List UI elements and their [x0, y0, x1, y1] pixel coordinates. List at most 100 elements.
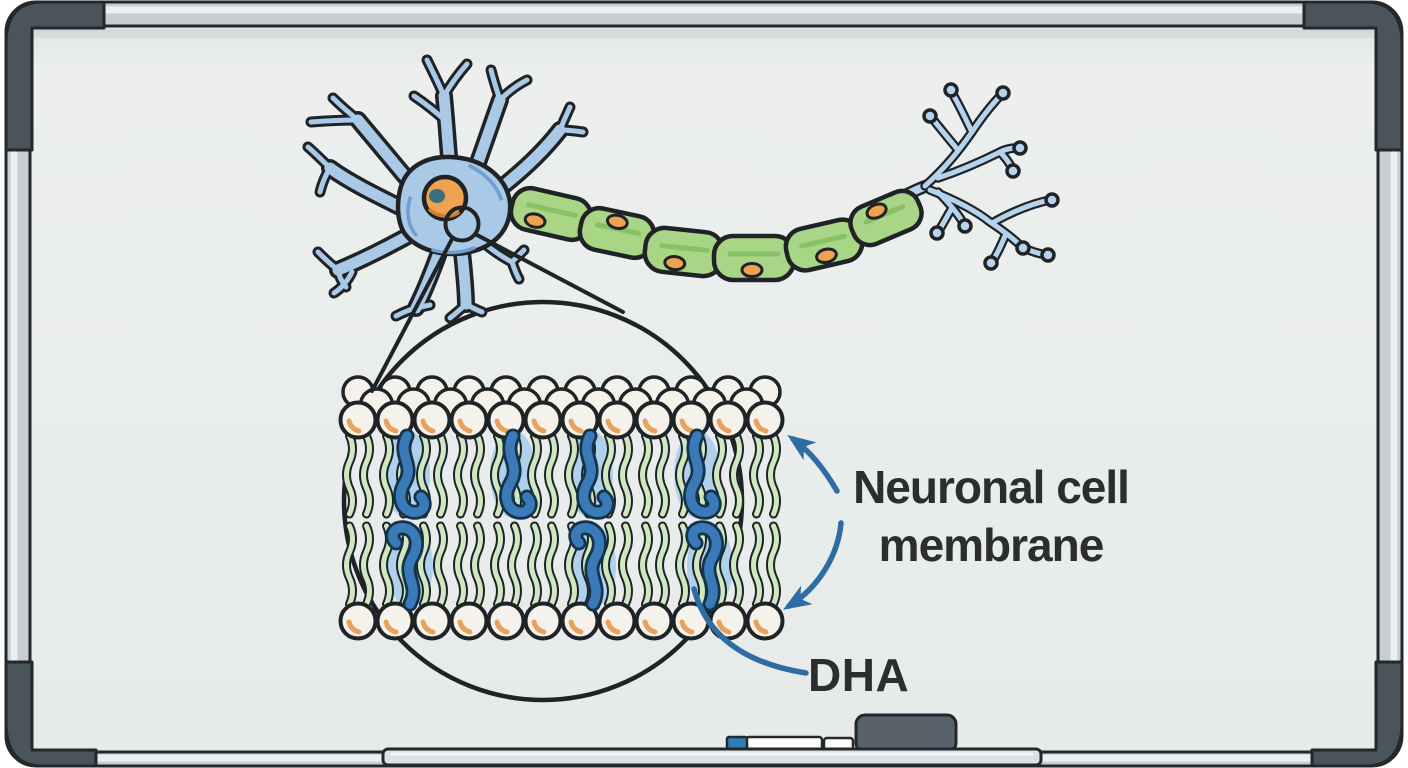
- phospholipid-head-bottom: [745, 601, 785, 641]
- head-highlight: [383, 619, 399, 635]
- head-highlight: [642, 418, 658, 434]
- myelin-shading: [659, 243, 710, 253]
- terminal-bulb: [1005, 163, 1021, 179]
- head-highlight: [494, 418, 510, 434]
- head-highlight: [568, 619, 584, 635]
- head-highlight: [457, 418, 473, 434]
- head-highlight: [420, 619, 436, 635]
- myelin-segment: [848, 188, 924, 248]
- lipid-tail-lower: [509, 523, 520, 607]
- lipid-tail-lower: [620, 523, 631, 607]
- lipid-tail-lower: [640, 523, 651, 607]
- head-highlight: [383, 418, 399, 434]
- axon-terminal: [920, 82, 1060, 271]
- myelin-segment: [642, 225, 726, 279]
- dha-molecule-upper: [395, 431, 429, 517]
- head-highlight: [716, 418, 732, 434]
- lipid-tail-upper: [620, 433, 631, 517]
- magnifier-callout: [370, 205, 625, 393]
- lipid-tail-upper: [529, 433, 540, 517]
- magnifier-source-circle: [443, 205, 481, 243]
- lipid-tail-lower: [472, 523, 483, 607]
- lipid-tail-upper: [731, 433, 742, 517]
- terminal-bulb: [943, 82, 959, 98]
- lipid-tail-upper: [472, 433, 483, 517]
- lipid-tail-lower: [657, 523, 668, 607]
- schwann-cell-nucleus: [523, 212, 547, 229]
- head-highlight: [679, 619, 695, 635]
- lipid-tail-upper: [714, 433, 725, 517]
- dha-label: DHA: [808, 649, 910, 701]
- lipid-tail-upper: [455, 433, 466, 517]
- frame-corners: [4, 0, 1404, 768]
- terminal-bulb: [1012, 140, 1028, 156]
- terminal-bulb: [1015, 240, 1031, 256]
- myelin-shading: [526, 202, 578, 219]
- lipid-tail-lower: [546, 523, 557, 607]
- corner-cap-bottom-left: [4, 660, 98, 768]
- membrane-label-line2: membrane: [878, 519, 1105, 571]
- schwann-cell-nucleus: [815, 247, 838, 264]
- lipid-tail-upper: [381, 433, 392, 517]
- lipid-tail-lower: [492, 523, 503, 607]
- dha-molecule-upper: [501, 431, 535, 517]
- terminal-bulb: [1044, 192, 1060, 208]
- corner-cap-top-right: [1302, 0, 1404, 152]
- lipid-tail-upper: [546, 433, 557, 517]
- lipid-tail-lower: [344, 523, 355, 607]
- schwann-cell-nucleus: [865, 202, 888, 220]
- schwann-cell-nucleus: [663, 255, 687, 272]
- myelin-segment: [577, 205, 657, 261]
- terminal-bulb: [929, 225, 945, 241]
- lipid-tail-upper: [435, 433, 446, 517]
- callout-line-right: [475, 233, 625, 314]
- dha-molecule-upper: [578, 431, 612, 517]
- dha-pointer-line: [691, 586, 809, 676]
- lipid-bilayer: [338, 375, 785, 641]
- lipid-tail-upper: [566, 433, 577, 517]
- callout-line-left: [370, 237, 454, 393]
- lipid-tail-upper: [751, 433, 762, 517]
- tray-rail: [381, 747, 1043, 767]
- head-highlight: [346, 619, 362, 635]
- head-highlight: [605, 619, 621, 635]
- myelin-shading: [799, 233, 848, 249]
- lipid-heads: [338, 400, 785, 641]
- terminal-bulb: [957, 218, 973, 234]
- lipid-tail-lower: [694, 523, 705, 607]
- myelin-segment: [783, 217, 865, 273]
- myelin-segment: [508, 185, 594, 243]
- head-highlight: [420, 418, 436, 434]
- dha-molecule-lower: [388, 523, 422, 609]
- head-highlight: [568, 418, 584, 434]
- marker-tray: [381, 713, 1043, 767]
- membrane-label-line1: Neuronal cell: [853, 461, 1130, 513]
- head-highlight: [494, 619, 510, 635]
- head-highlight: [531, 418, 547, 434]
- lipid-tail-lower: [677, 523, 688, 607]
- lipid-tail-upper: [640, 433, 651, 517]
- schwann-cell-nucleus: [605, 213, 629, 231]
- head-highlight: [457, 619, 473, 635]
- membrane-arrow-lower: [783, 520, 844, 610]
- head-highlight: [716, 619, 732, 635]
- terminal-bulbs: [922, 82, 1060, 271]
- dha-molecules: [385, 428, 724, 612]
- terminal-bulb: [922, 108, 938, 124]
- membrane-arrow-upper: [787, 434, 840, 494]
- dha-molecule-upper: [685, 431, 719, 517]
- whiteboard-eraser[interactable]: [854, 713, 958, 754]
- myelin-segment: [711, 233, 797, 283]
- lipid-tail-upper: [768, 433, 779, 517]
- head-highlight: [346, 418, 362, 434]
- lipid-tail-lower: [455, 523, 466, 607]
- head-highlight: [531, 619, 547, 635]
- corner-cap-top-left: [4, 0, 106, 152]
- membrane-label: Neuronal cell membrane: [791, 458, 1191, 574]
- lipid-tail-lower: [529, 523, 540, 607]
- head-highlight: [679, 418, 695, 434]
- lipid-tail-lower: [603, 523, 614, 607]
- lipid-tail-lower: [768, 523, 779, 607]
- terminal-bulb: [995, 85, 1011, 101]
